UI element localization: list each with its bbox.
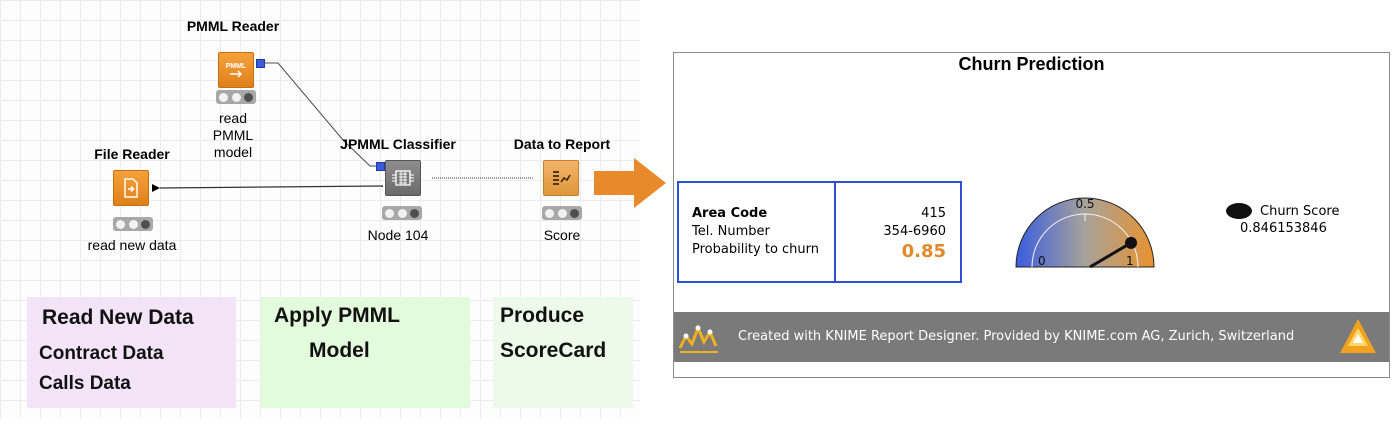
annotation-line: Apply PMML: [274, 304, 400, 327]
pmml-reader-icon[interactable]: PMML: [218, 52, 254, 88]
node-status-indicator: [216, 90, 256, 104]
wire-pmml-to-classifier: [264, 62, 381, 167]
node-label: Score: [543, 227, 581, 243]
gauge-needle-hub: [1125, 236, 1138, 249]
pmml-icon-text: PMML: [226, 63, 247, 70]
output-port[interactable]: [256, 59, 265, 68]
node-title: File Reader: [94, 146, 170, 162]
churn-gauge: 0 0.5 1: [1015, 197, 1155, 269]
node-title: JPMML Classifier: [340, 136, 456, 152]
node-label: read new data: [87, 237, 177, 253]
node-label-line: model: [213, 144, 253, 160]
customer-info-box: Area Code Tel. Number Probability to chu…: [677, 181, 962, 283]
wire-arrowhead: [152, 184, 160, 192]
annotation-line: Contract Data: [39, 343, 164, 364]
area-code-label: Area Code: [692, 206, 768, 221]
probability-label: Probability to churn: [692, 242, 820, 257]
node-title: PMML Reader: [186, 18, 280, 34]
footer-text: Created with KNIME Report Designer. Prov…: [738, 329, 1295, 344]
knime-triangle-logo-icon: [1340, 319, 1376, 353]
report-preview: Churn Prediction Area Code Tel. Number P…: [673, 52, 1390, 378]
annotation-read-new-data[interactable]: Read New Data Contract Data Calls Data: [27, 297, 236, 408]
tel-number-label: Tel. Number: [692, 224, 770, 239]
file-reader-icon[interactable]: [113, 170, 149, 206]
knime-report-logo-icon: [678, 323, 718, 353]
info-values-column: 415 354-6960 0.85: [836, 183, 960, 281]
gauge-mid-label: 0.5: [1075, 197, 1094, 211]
gauge-needle: [1089, 241, 1132, 269]
flow-arrow-icon: [594, 158, 666, 208]
node-status-indicator: [542, 206, 582, 220]
workflow-canvas[interactable]: PMML Reader PMML read PMML model File Re…: [0, 0, 640, 418]
connection-wires: [152, 62, 533, 192]
report-footer: Created with KNIME Report Designer. Prov…: [674, 312, 1389, 362]
model-input-port[interactable]: [376, 162, 385, 171]
report-title: Churn Prediction: [958, 54, 1105, 74]
gauge-min-label: 0: [1038, 254, 1046, 268]
data-to-report-icon[interactable]: [543, 160, 579, 196]
gauge-max-label: 1: [1126, 254, 1134, 268]
annotation-apply-pmml-model[interactable]: Apply PMML Model: [261, 297, 470, 408]
legend-value: 0.846153846: [1240, 221, 1327, 236]
node-status-indicator: [382, 206, 422, 220]
node-status-indicator: [113, 217, 153, 231]
annotation-line: Model: [309, 339, 370, 362]
legend-marker-icon: [1226, 203, 1252, 219]
annotation-line: ScoreCard: [500, 339, 607, 362]
tel-number-value: 354-6960: [883, 224, 946, 239]
node-label: read PMML model: [163, 110, 303, 161]
annotation-line: Read New Data: [42, 306, 194, 329]
annotation-line: Produce: [500, 304, 585, 327]
node-title: Data to Report: [513, 136, 611, 152]
annotation-line: Calls Data: [39, 373, 131, 394]
legend-label: Churn Score: [1260, 204, 1340, 219]
node-label-line: PMML: [212, 127, 254, 143]
info-labels-column: Area Code Tel. Number Probability to chu…: [679, 183, 836, 281]
area-code-value: 415: [921, 206, 946, 221]
wire-file-to-classifier: [159, 185, 384, 189]
node-label: Node 104: [367, 227, 429, 243]
classifier-icon[interactable]: [385, 160, 421, 196]
node-label-line: read: [218, 110, 248, 126]
annotation-produce-scorecard[interactable]: Produce ScoreCard: [493, 297, 633, 408]
probability-value: 0.85: [901, 241, 946, 262]
